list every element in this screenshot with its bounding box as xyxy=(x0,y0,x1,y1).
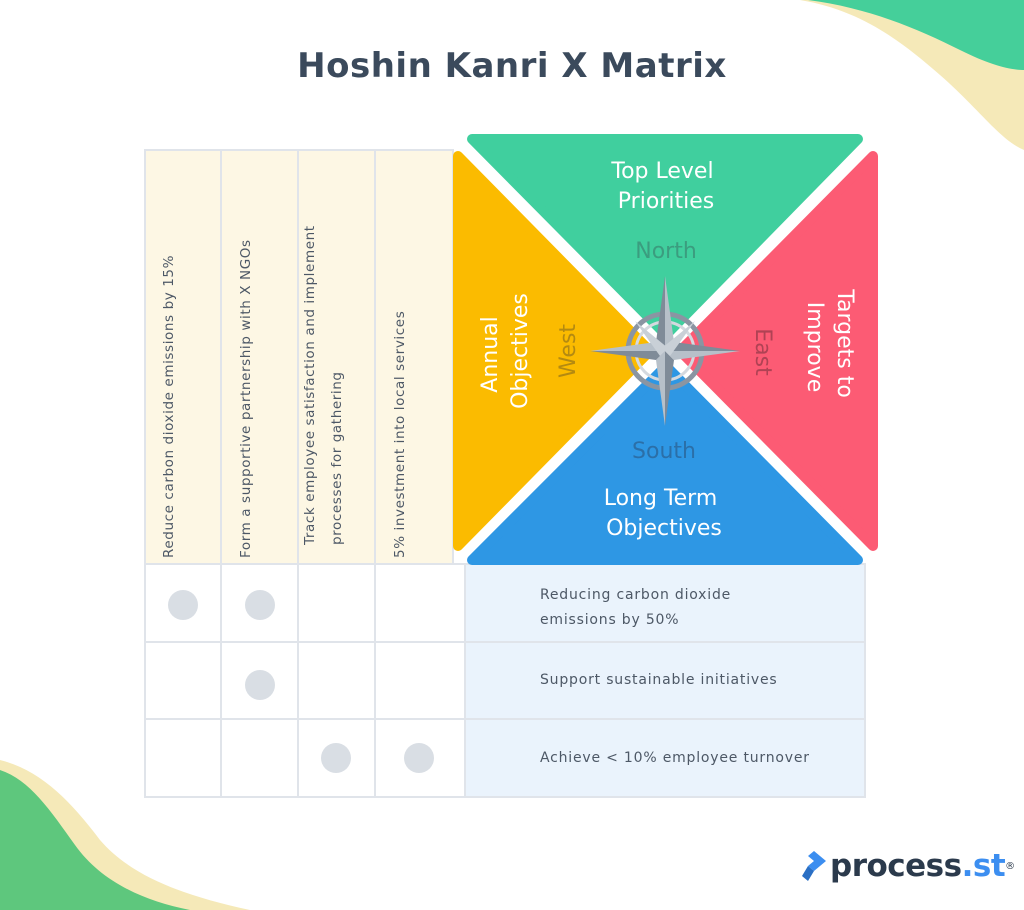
south-quadrant xyxy=(467,361,863,565)
north-quadrant xyxy=(467,134,863,340)
south-heading: Long Term Objectives xyxy=(604,486,725,541)
correlation-dots xyxy=(168,590,434,773)
registered-mark: ® xyxy=(1005,860,1016,872)
annual-objective-1: Reduce carbon dioxide emissions by 15% xyxy=(132,158,206,558)
east-heading: Targets to Improve xyxy=(802,288,857,405)
correlation-dot xyxy=(168,590,198,620)
west-direction: West xyxy=(556,324,581,378)
logo-text: process.st xyxy=(830,848,1006,884)
correlation-dot xyxy=(245,590,275,620)
north-direction: North xyxy=(635,239,697,264)
annual-objective-4-text: 5% investment into local services xyxy=(391,310,408,558)
long-term-objective-1: Reducing carbon dioxide emissions by 50% xyxy=(540,587,732,628)
long-term-objective-2: Support sustainable initiatives xyxy=(540,672,778,688)
correlation-dot xyxy=(404,743,434,773)
correlation-dot xyxy=(245,670,275,700)
annual-objective-2-text: Form a supportive partnership with X NGO… xyxy=(237,239,254,558)
annual-objective-2: Form a supportive partnership with X NGO… xyxy=(209,158,283,558)
west-quadrant xyxy=(453,151,655,551)
process-st-logo: process.st ® xyxy=(800,848,1015,884)
annual-objective-3-text: Track employee satisfaction and implemen… xyxy=(302,225,345,545)
east-direction: East xyxy=(750,328,775,376)
annual-objective-3: Track employee satisfaction and implemen… xyxy=(287,171,361,545)
compass-icon xyxy=(590,276,740,426)
process-st-logo-icon xyxy=(802,851,826,881)
west-heading: Annual Objectives xyxy=(478,293,533,409)
east-quadrant xyxy=(675,151,878,551)
south-direction: South xyxy=(632,439,696,464)
correlation-dot xyxy=(321,743,351,773)
page-title: Hoshin Kanri X Matrix xyxy=(297,46,727,86)
annual-objective-4: 5% investment into local services xyxy=(363,158,437,558)
north-heading: Top Level Priorities xyxy=(610,159,720,214)
annual-objective-1-text: Reduce carbon dioxide emissions by 15% xyxy=(160,254,177,558)
long-term-objective-3: Achieve < 10% employee turnover xyxy=(540,750,810,766)
